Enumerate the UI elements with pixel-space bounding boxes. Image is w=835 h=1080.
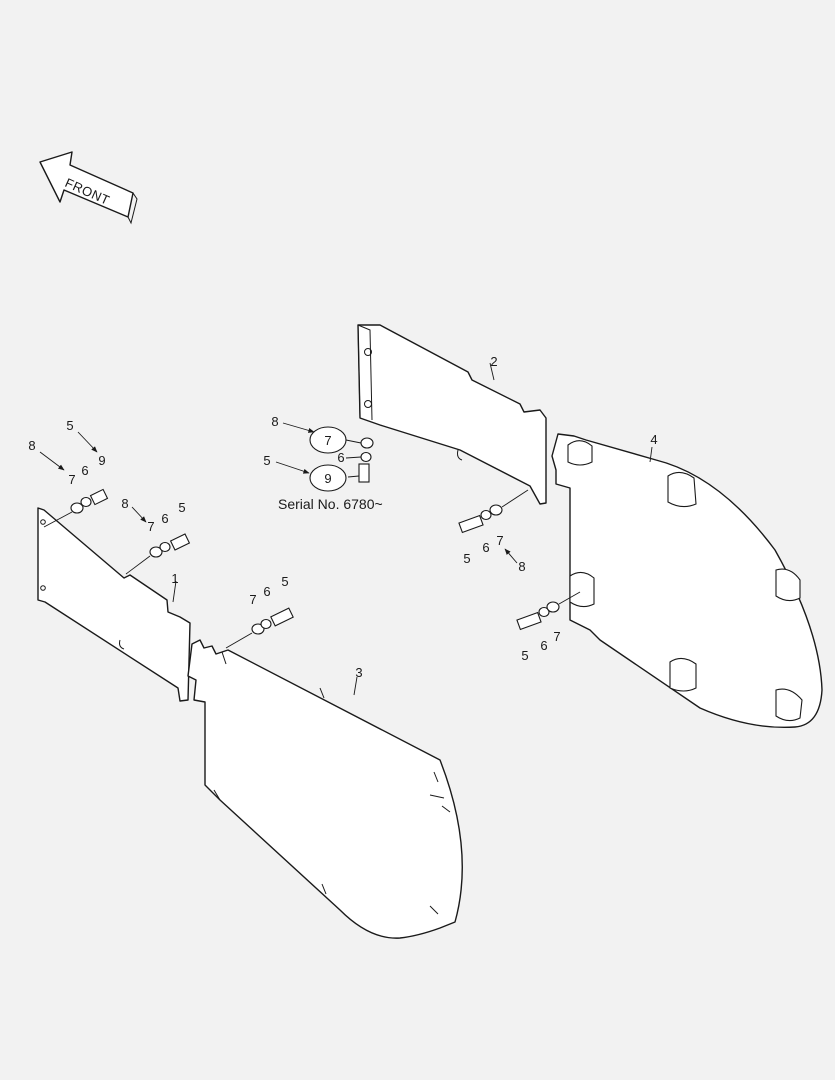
bracket-panel-1 bbox=[37, 507, 191, 702]
callout-7-left: 7 bbox=[68, 472, 75, 487]
bracket-panel-2 bbox=[357, 324, 547, 505]
callout-5-panel2: 5 bbox=[463, 551, 470, 566]
callout-5-cover3: 5 bbox=[281, 574, 288, 589]
callout-5-serial: 5 bbox=[263, 453, 270, 468]
hardware-serial bbox=[345, 437, 374, 483]
callout-1: 1 bbox=[171, 571, 178, 586]
hardware-cover-3 bbox=[225, 607, 294, 649]
hardware-cover-4 bbox=[516, 591, 581, 631]
serial-note: Serial No. 6780~ bbox=[278, 496, 383, 512]
callout-6-panel2: 6 bbox=[482, 540, 489, 555]
callout-6-middle: 6 bbox=[161, 511, 168, 526]
hardware-middle bbox=[125, 533, 191, 575]
callout-5-left: 5 bbox=[66, 418, 73, 433]
callout-5-middle: 5 bbox=[178, 500, 185, 515]
callout-3: 3 bbox=[355, 665, 362, 680]
callout-9-left: 9 bbox=[98, 453, 105, 468]
cover-4 bbox=[551, 433, 823, 729]
callout-6-left: 6 bbox=[81, 463, 88, 478]
callout-7-cover4: 7 bbox=[553, 629, 560, 644]
callout-ring-9 bbox=[309, 464, 347, 492]
callout-8-serial: 8 bbox=[271, 414, 278, 429]
ring-label-7: 7 bbox=[324, 433, 331, 448]
callout-7-middle: 7 bbox=[147, 519, 154, 534]
callout-4: 4 bbox=[650, 432, 657, 447]
callout-6-cover3: 6 bbox=[263, 584, 270, 599]
front-arrow-icon: FRONT bbox=[39, 151, 138, 225]
callout-2: 2 bbox=[490, 354, 497, 369]
cover-3 bbox=[187, 639, 463, 939]
callout-ring-7 bbox=[309, 426, 347, 454]
callout-6-serial: 6 bbox=[337, 450, 344, 465]
hardware-left bbox=[43, 488, 109, 528]
callout-7-cover3: 7 bbox=[249, 592, 256, 607]
callout-8-left: 8 bbox=[28, 438, 35, 453]
callout-8-panel2: 8 bbox=[518, 559, 525, 574]
callout-8-middle: 8 bbox=[121, 496, 128, 511]
callout-5-cover4: 5 bbox=[521, 648, 528, 663]
ring-label-9: 9 bbox=[324, 471, 331, 486]
callout-6-cover4: 6 bbox=[540, 638, 547, 653]
hardware-panel-2 bbox=[458, 489, 529, 534]
callout-7-panel2: 7 bbox=[496, 533, 503, 548]
